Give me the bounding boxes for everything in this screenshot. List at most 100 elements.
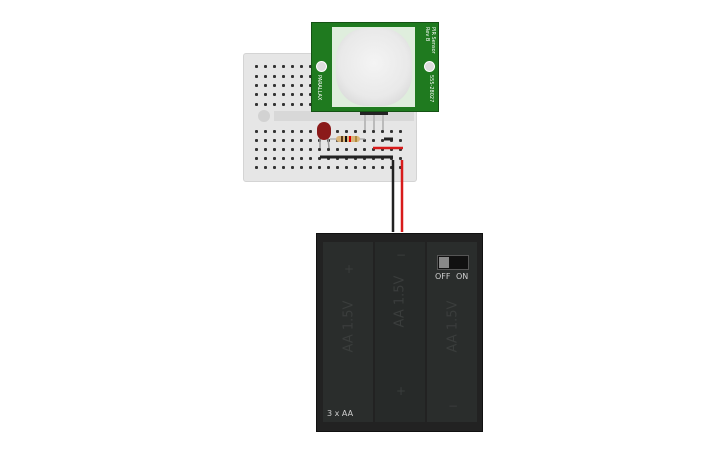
breadboard-hole[interactable] [309,148,312,151]
breadboard-hole[interactable] [300,130,303,133]
breadboard-hole[interactable] [318,148,321,151]
breadboard-hole[interactable] [336,148,339,151]
breadboard-hole[interactable] [300,157,303,160]
breadboard-hole[interactable] [264,75,267,78]
breadboard-hole[interactable] [345,148,348,151]
breadboard-hole[interactable] [336,166,339,169]
breadboard-hole[interactable] [273,84,276,87]
breadboard-hole[interactable] [399,157,402,160]
breadboard-hole[interactable] [354,130,357,133]
breadboard-hole[interactable] [264,148,267,151]
breadboard-hole[interactable] [255,139,258,142]
breadboard-hole[interactable] [372,130,375,133]
breadboard-hole[interactable] [327,148,330,151]
breadboard-hole[interactable] [264,130,267,133]
breadboard-hole[interactable] [273,103,276,106]
breadboard-hole[interactable] [318,166,321,169]
breadboard-hole[interactable] [363,139,366,142]
breadboard-hole[interactable] [381,166,384,169]
breadboard-hole[interactable] [282,139,285,142]
breadboard-hole[interactable] [255,130,258,133]
breadboard-hole[interactable] [291,148,294,151]
breadboard-hole[interactable] [300,139,303,142]
breadboard-hole[interactable] [282,148,285,151]
breadboard-hole[interactable] [291,65,294,68]
breadboard-hole[interactable] [282,65,285,68]
breadboard-hole[interactable] [399,130,402,133]
breadboard-hole[interactable] [264,139,267,142]
breadboard-hole[interactable] [336,130,339,133]
breadboard-hole[interactable] [255,65,258,68]
breadboard-hole[interactable] [291,139,294,142]
breadboard-hole[interactable] [255,103,258,106]
breadboard-hole[interactable] [273,65,276,68]
breadboard-hole[interactable] [381,148,384,151]
breadboard-hole[interactable] [354,148,357,151]
breadboard-hole[interactable] [291,157,294,160]
breadboard-hole[interactable] [291,130,294,133]
breadboard-hole[interactable] [255,84,258,87]
breadboard-hole[interactable] [282,130,285,133]
breadboard-hole[interactable] [255,148,258,151]
breadboard-hole[interactable] [309,75,312,78]
breadboard-hole[interactable] [291,75,294,78]
breadboard-hole[interactable] [264,166,267,169]
breadboard-hole[interactable] [300,65,303,68]
breadboard-hole[interactable] [354,166,357,169]
breadboard-hole[interactable] [309,65,312,68]
breadboard-hole[interactable] [300,84,303,87]
breadboard-hole[interactable] [300,75,303,78]
breadboard-hole[interactable] [255,157,258,160]
breadboard-hole[interactable] [282,93,285,96]
breadboard-hole[interactable] [300,166,303,169]
breadboard-hole[interactable] [372,148,375,151]
breadboard-hole[interactable] [399,148,402,151]
breadboard-hole[interactable] [309,139,312,142]
breadboard-hole[interactable] [309,157,312,160]
breadboard-hole[interactable] [291,166,294,169]
breadboard-hole[interactable] [345,166,348,169]
breadboard-hole[interactable] [282,157,285,160]
breadboard-hole[interactable] [273,148,276,151]
breadboard-hole[interactable] [273,157,276,160]
breadboard-hole[interactable] [300,93,303,96]
breadboard-hole[interactable] [273,75,276,78]
breadboard-hole[interactable] [309,130,312,133]
breadboard-hole[interactable] [372,166,375,169]
breadboard-hole[interactable] [381,130,384,133]
breadboard-hole[interactable] [264,93,267,96]
breadboard-hole[interactable] [300,148,303,151]
breadboard-hole[interactable] [381,139,384,142]
breadboard-hole[interactable] [390,166,393,169]
breadboard-hole[interactable] [264,157,267,160]
breadboard-hole[interactable] [363,166,366,169]
breadboard-hole[interactable] [255,166,258,169]
breadboard-hole[interactable] [363,148,366,151]
breadboard-hole[interactable] [282,84,285,87]
breadboard-hole[interactable] [273,166,276,169]
breadboard-hole[interactable] [264,65,267,68]
battery-pack[interactable]: AA 1.5V AA 1.5V AA 1.5V + + − − OFF ON 3… [316,233,483,432]
breadboard-hole[interactable] [291,103,294,106]
breadboard-hole[interactable] [318,157,321,160]
power-switch[interactable] [437,255,469,270]
breadboard-hole[interactable] [345,130,348,133]
breadboard-hole[interactable] [273,93,276,96]
breadboard-hole[interactable] [282,103,285,106]
breadboard-hole[interactable] [309,84,312,87]
breadboard-hole[interactable] [399,139,402,142]
breadboard-hole[interactable] [264,84,267,87]
breadboard-hole[interactable] [264,103,267,106]
breadboard-hole[interactable] [291,84,294,87]
breadboard-hole[interactable] [309,166,312,169]
breadboard-hole[interactable] [291,93,294,96]
breadboard-hole[interactable] [273,139,276,142]
breadboard-hole[interactable] [363,130,366,133]
breadboard-hole[interactable] [300,103,303,106]
breadboard-hole[interactable] [399,166,402,169]
breadboard-hole[interactable] [327,166,330,169]
breadboard-hole[interactable] [282,75,285,78]
breadboard-hole[interactable] [282,166,285,169]
breadboard-hole[interactable] [390,148,393,151]
breadboard-hole[interactable] [255,75,258,78]
